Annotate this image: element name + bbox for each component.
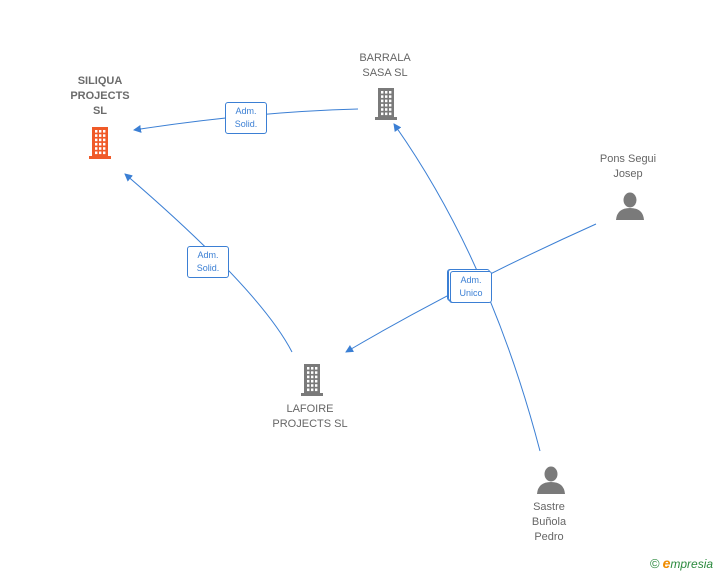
edge-label-sastre-to-barrala[interactable]: Adm. Unico bbox=[450, 271, 492, 303]
brand-name: mpresia bbox=[670, 557, 714, 571]
building-icon-barrala[interactable] bbox=[375, 88, 397, 120]
node-label-siliqua[interactable]: SILIQUA PROJECTS SL bbox=[70, 75, 130, 117]
node-label-lafoire[interactable]: LAFOIRE PROJECTS SL bbox=[272, 403, 348, 430]
building-icon-lafoire[interactable] bbox=[301, 364, 323, 396]
brand-initial: e bbox=[662, 555, 671, 571]
edge-label-barrala-to-siliqua[interactable]: Adm. Solid. bbox=[225, 102, 267, 134]
edge-label-lafoire-to-siliqua[interactable]: Adm. Solid. bbox=[187, 246, 229, 278]
person-icon-pons[interactable] bbox=[616, 192, 644, 221]
node-label-barrala[interactable]: BARRALA SASA SL bbox=[359, 52, 411, 79]
edge-lafoire-to-siliqua bbox=[124, 173, 293, 353]
copyright-symbol: © bbox=[650, 556, 660, 571]
node-label-pons[interactable]: Pons Segui Josep bbox=[599, 153, 657, 180]
person-icon-sastre[interactable] bbox=[537, 466, 565, 495]
empresia-logo: ©empresia bbox=[650, 555, 713, 571]
node-label-sastre[interactable]: Sastre Buñola Pedro bbox=[531, 501, 567, 543]
building-icon-siliqua[interactable] bbox=[89, 127, 111, 159]
